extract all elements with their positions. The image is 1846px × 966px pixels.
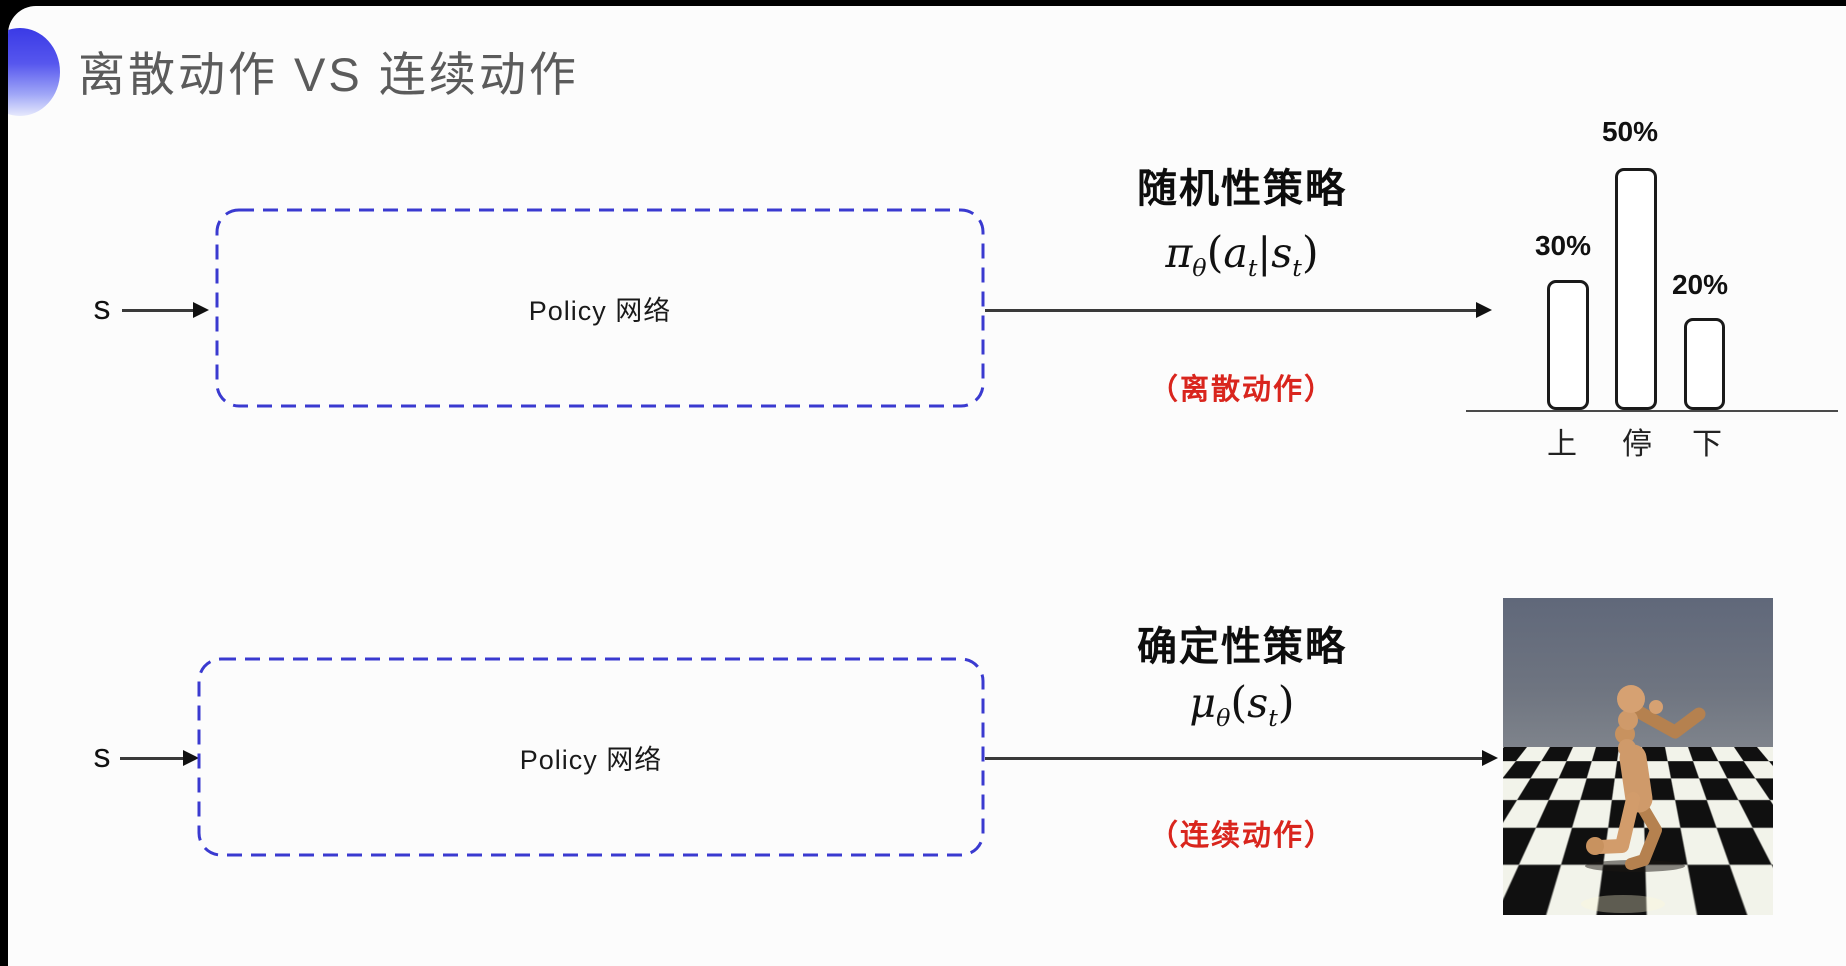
bar-down [1684, 318, 1725, 410]
deterministic-policy-formula: μθ(st) [1189, 678, 1295, 733]
bar-up [1547, 280, 1589, 410]
bar-category-label: 下 [1692, 428, 1722, 461]
dashed-border [215, 208, 985, 408]
bar-value-label: 30% [1534, 230, 1592, 261]
chart-baseline [1466, 410, 1838, 412]
accent-circle-icon [8, 28, 60, 116]
state-input-label: s [93, 737, 111, 775]
policy-network-box-deterministic: Policy 网络 [197, 657, 985, 857]
sky-background [1503, 598, 1773, 747]
input-arrow [120, 750, 199, 766]
slide-title: 离散动作 VS 连续动作 [78, 48, 579, 101]
policy-network-label: Policy 网络 [519, 744, 663, 775]
discrete-action-note: （离散动作） [1148, 374, 1335, 406]
state-input-label: s [93, 289, 111, 327]
stochastic-policy-title: 随机性策略 [1137, 167, 1347, 211]
bar-stop [1615, 168, 1657, 410]
slide: 离散动作 VS 连续动作 s Policy 网络 随机性策略 πθ(at|st)… [8, 6, 1846, 966]
bar-category-label: 上 [1547, 428, 1577, 461]
pi-symbol: π [1165, 229, 1193, 277]
deterministic-policy-title: 确定性策略 [1137, 625, 1347, 669]
mu-symbol: μ [1189, 679, 1217, 727]
dashed-border [197, 657, 985, 857]
policy-network-label: Policy 网络 [528, 295, 672, 326]
bar-value-label: 50% [1601, 116, 1659, 147]
continuous-action-note: （连续动作） [1148, 820, 1335, 852]
bar-category-label: 停 [1622, 428, 1652, 461]
bar-value-label: 20% [1671, 269, 1729, 300]
policy-network-box-stochastic: Policy 网络 [215, 208, 985, 408]
stochastic-policy-formula: πθ(at|st) [1165, 228, 1319, 283]
humanoid-simulation-image [1503, 598, 1773, 915]
output-arrow-stochastic [985, 302, 1492, 318]
output-arrow-deterministic [985, 750, 1498, 766]
humanoid-robot-icon [1581, 685, 1706, 913]
input-arrow [122, 302, 209, 318]
